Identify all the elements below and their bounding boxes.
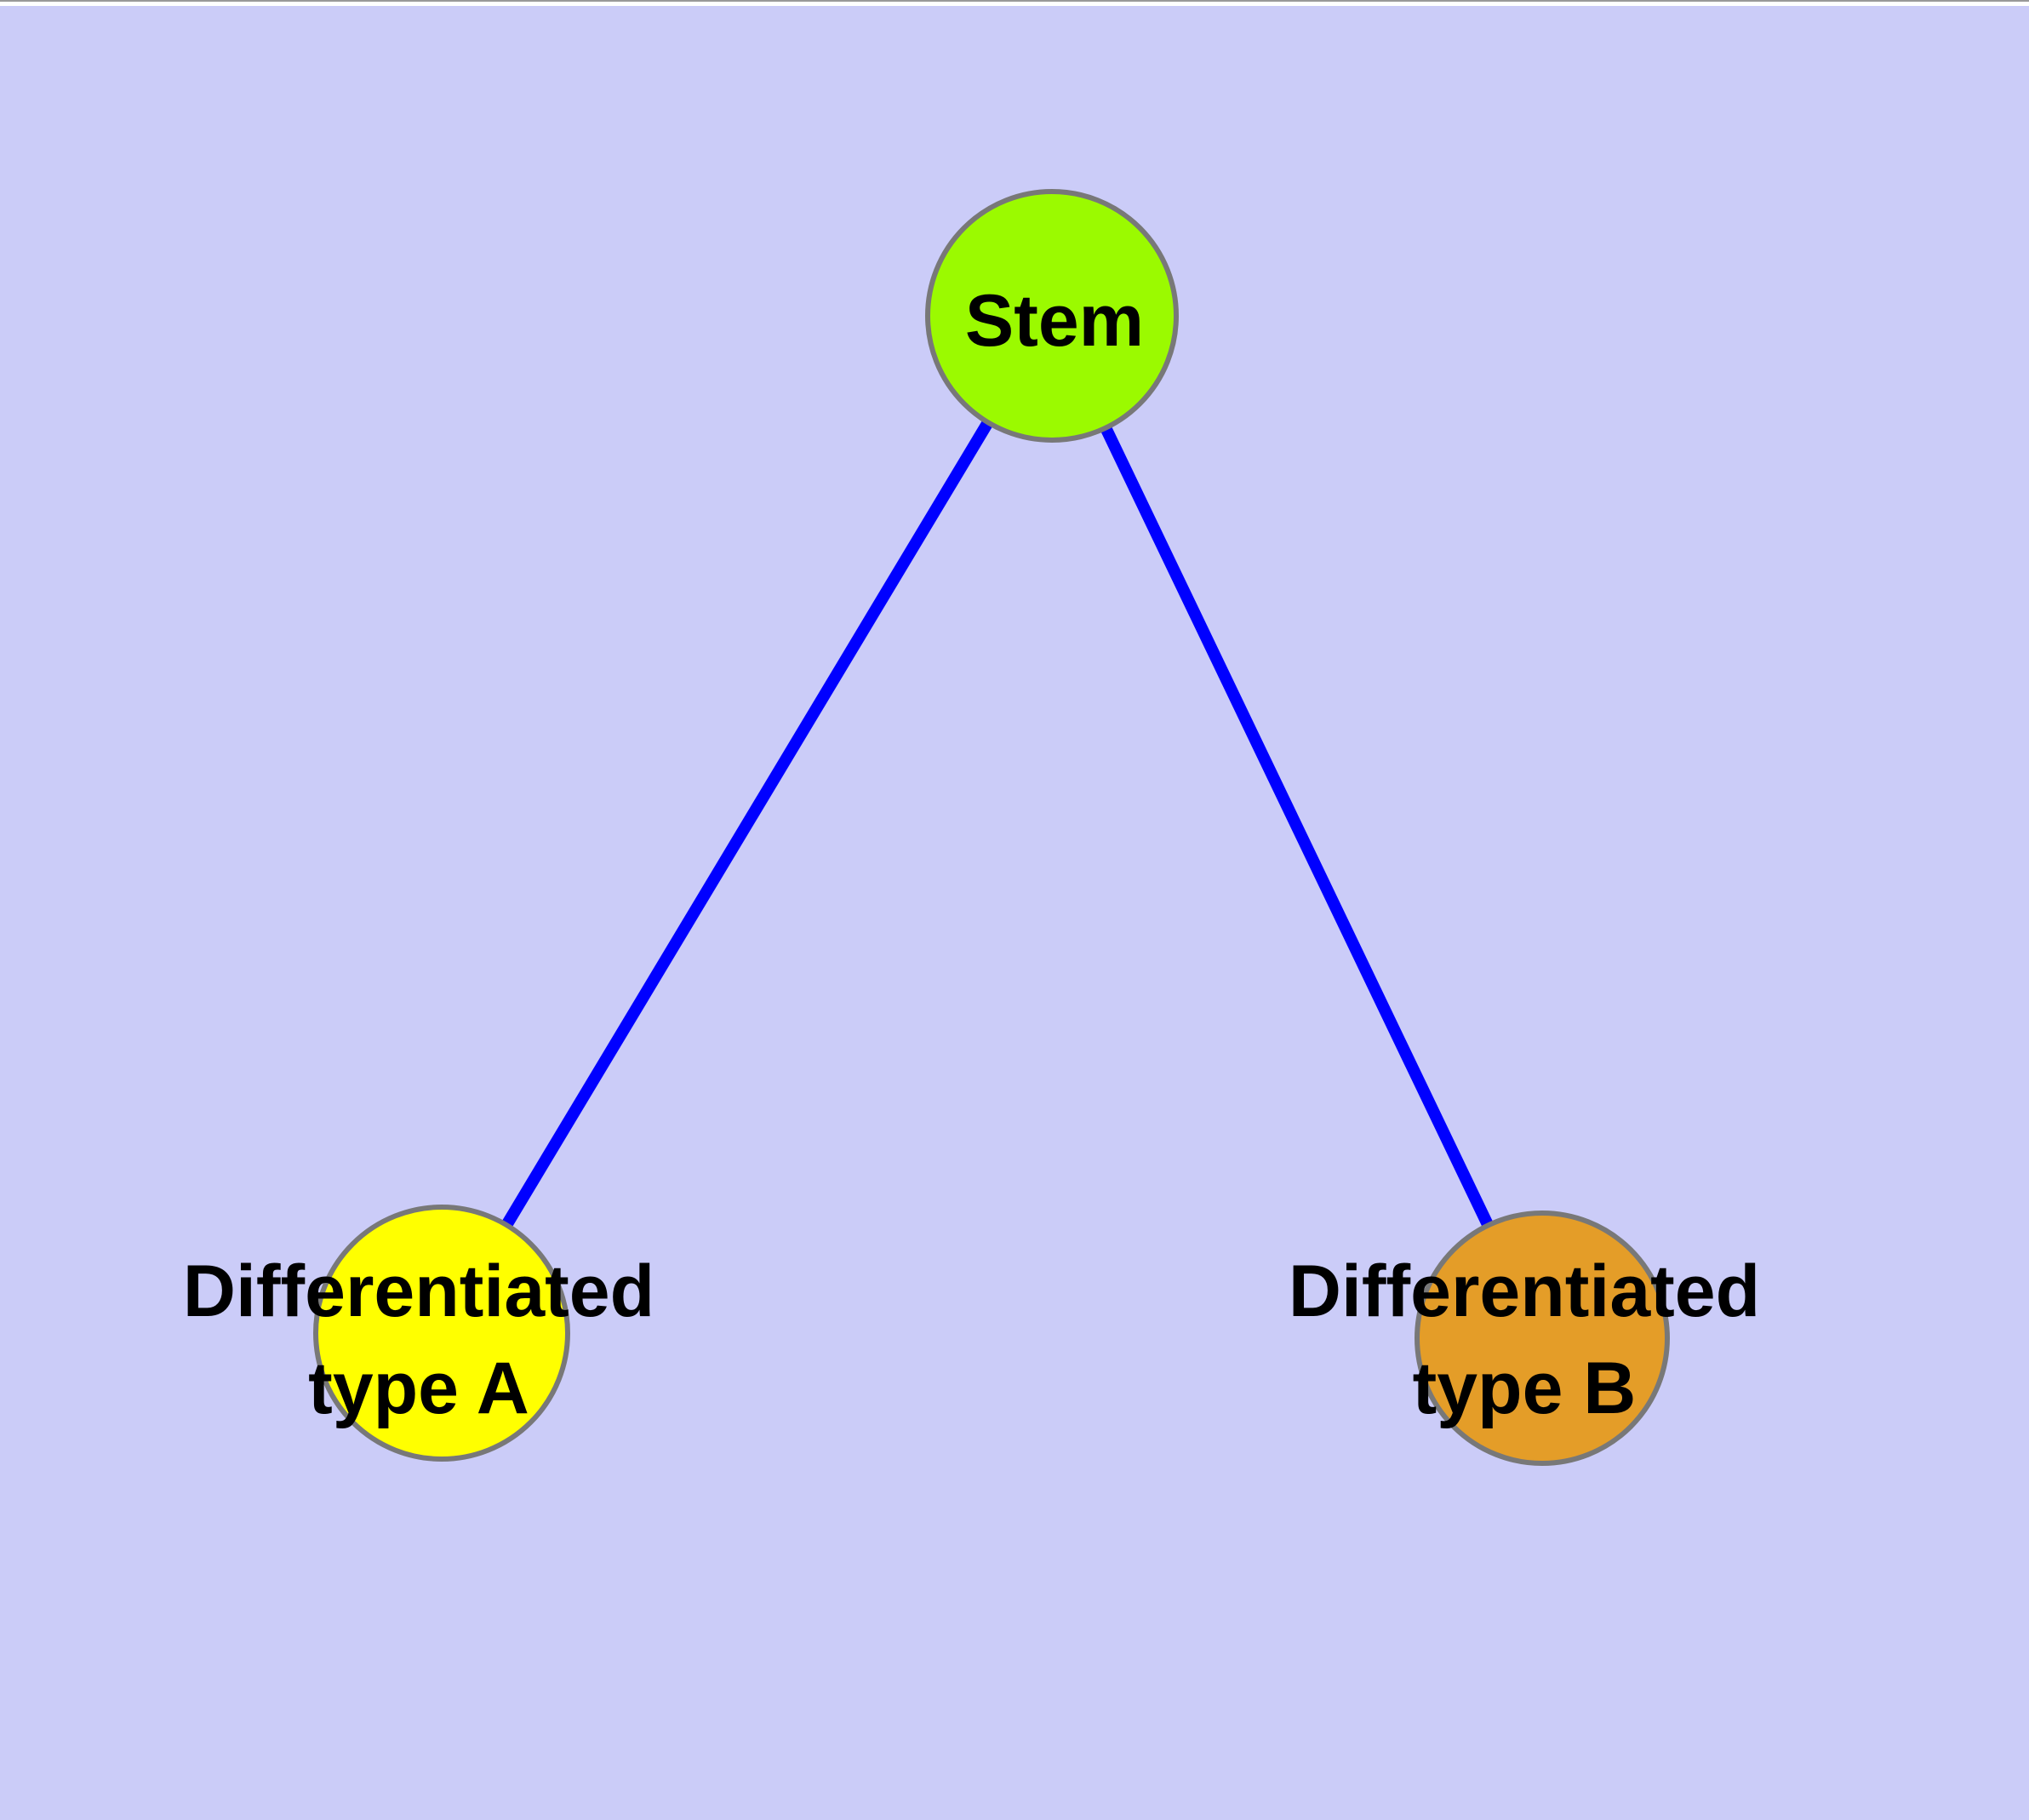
node-differentiated-type-b-label: Differentiated type B [1288, 1251, 1761, 1429]
node-differentiated-type-a-circle [313, 1205, 570, 1462]
top-edge-strip [0, 0, 2029, 6]
node-stem-circle [925, 189, 1179, 443]
node-differentiated-type-a-label: Differentiated type A [182, 1251, 655, 1429]
edge-stem-to-type-b [1046, 312, 1548, 1342]
node-stem-label: Stem [964, 280, 1145, 362]
node-differentiated-type-b-circle [1415, 1210, 1670, 1466]
edge-stem-to-type-a [436, 312, 1058, 1336]
